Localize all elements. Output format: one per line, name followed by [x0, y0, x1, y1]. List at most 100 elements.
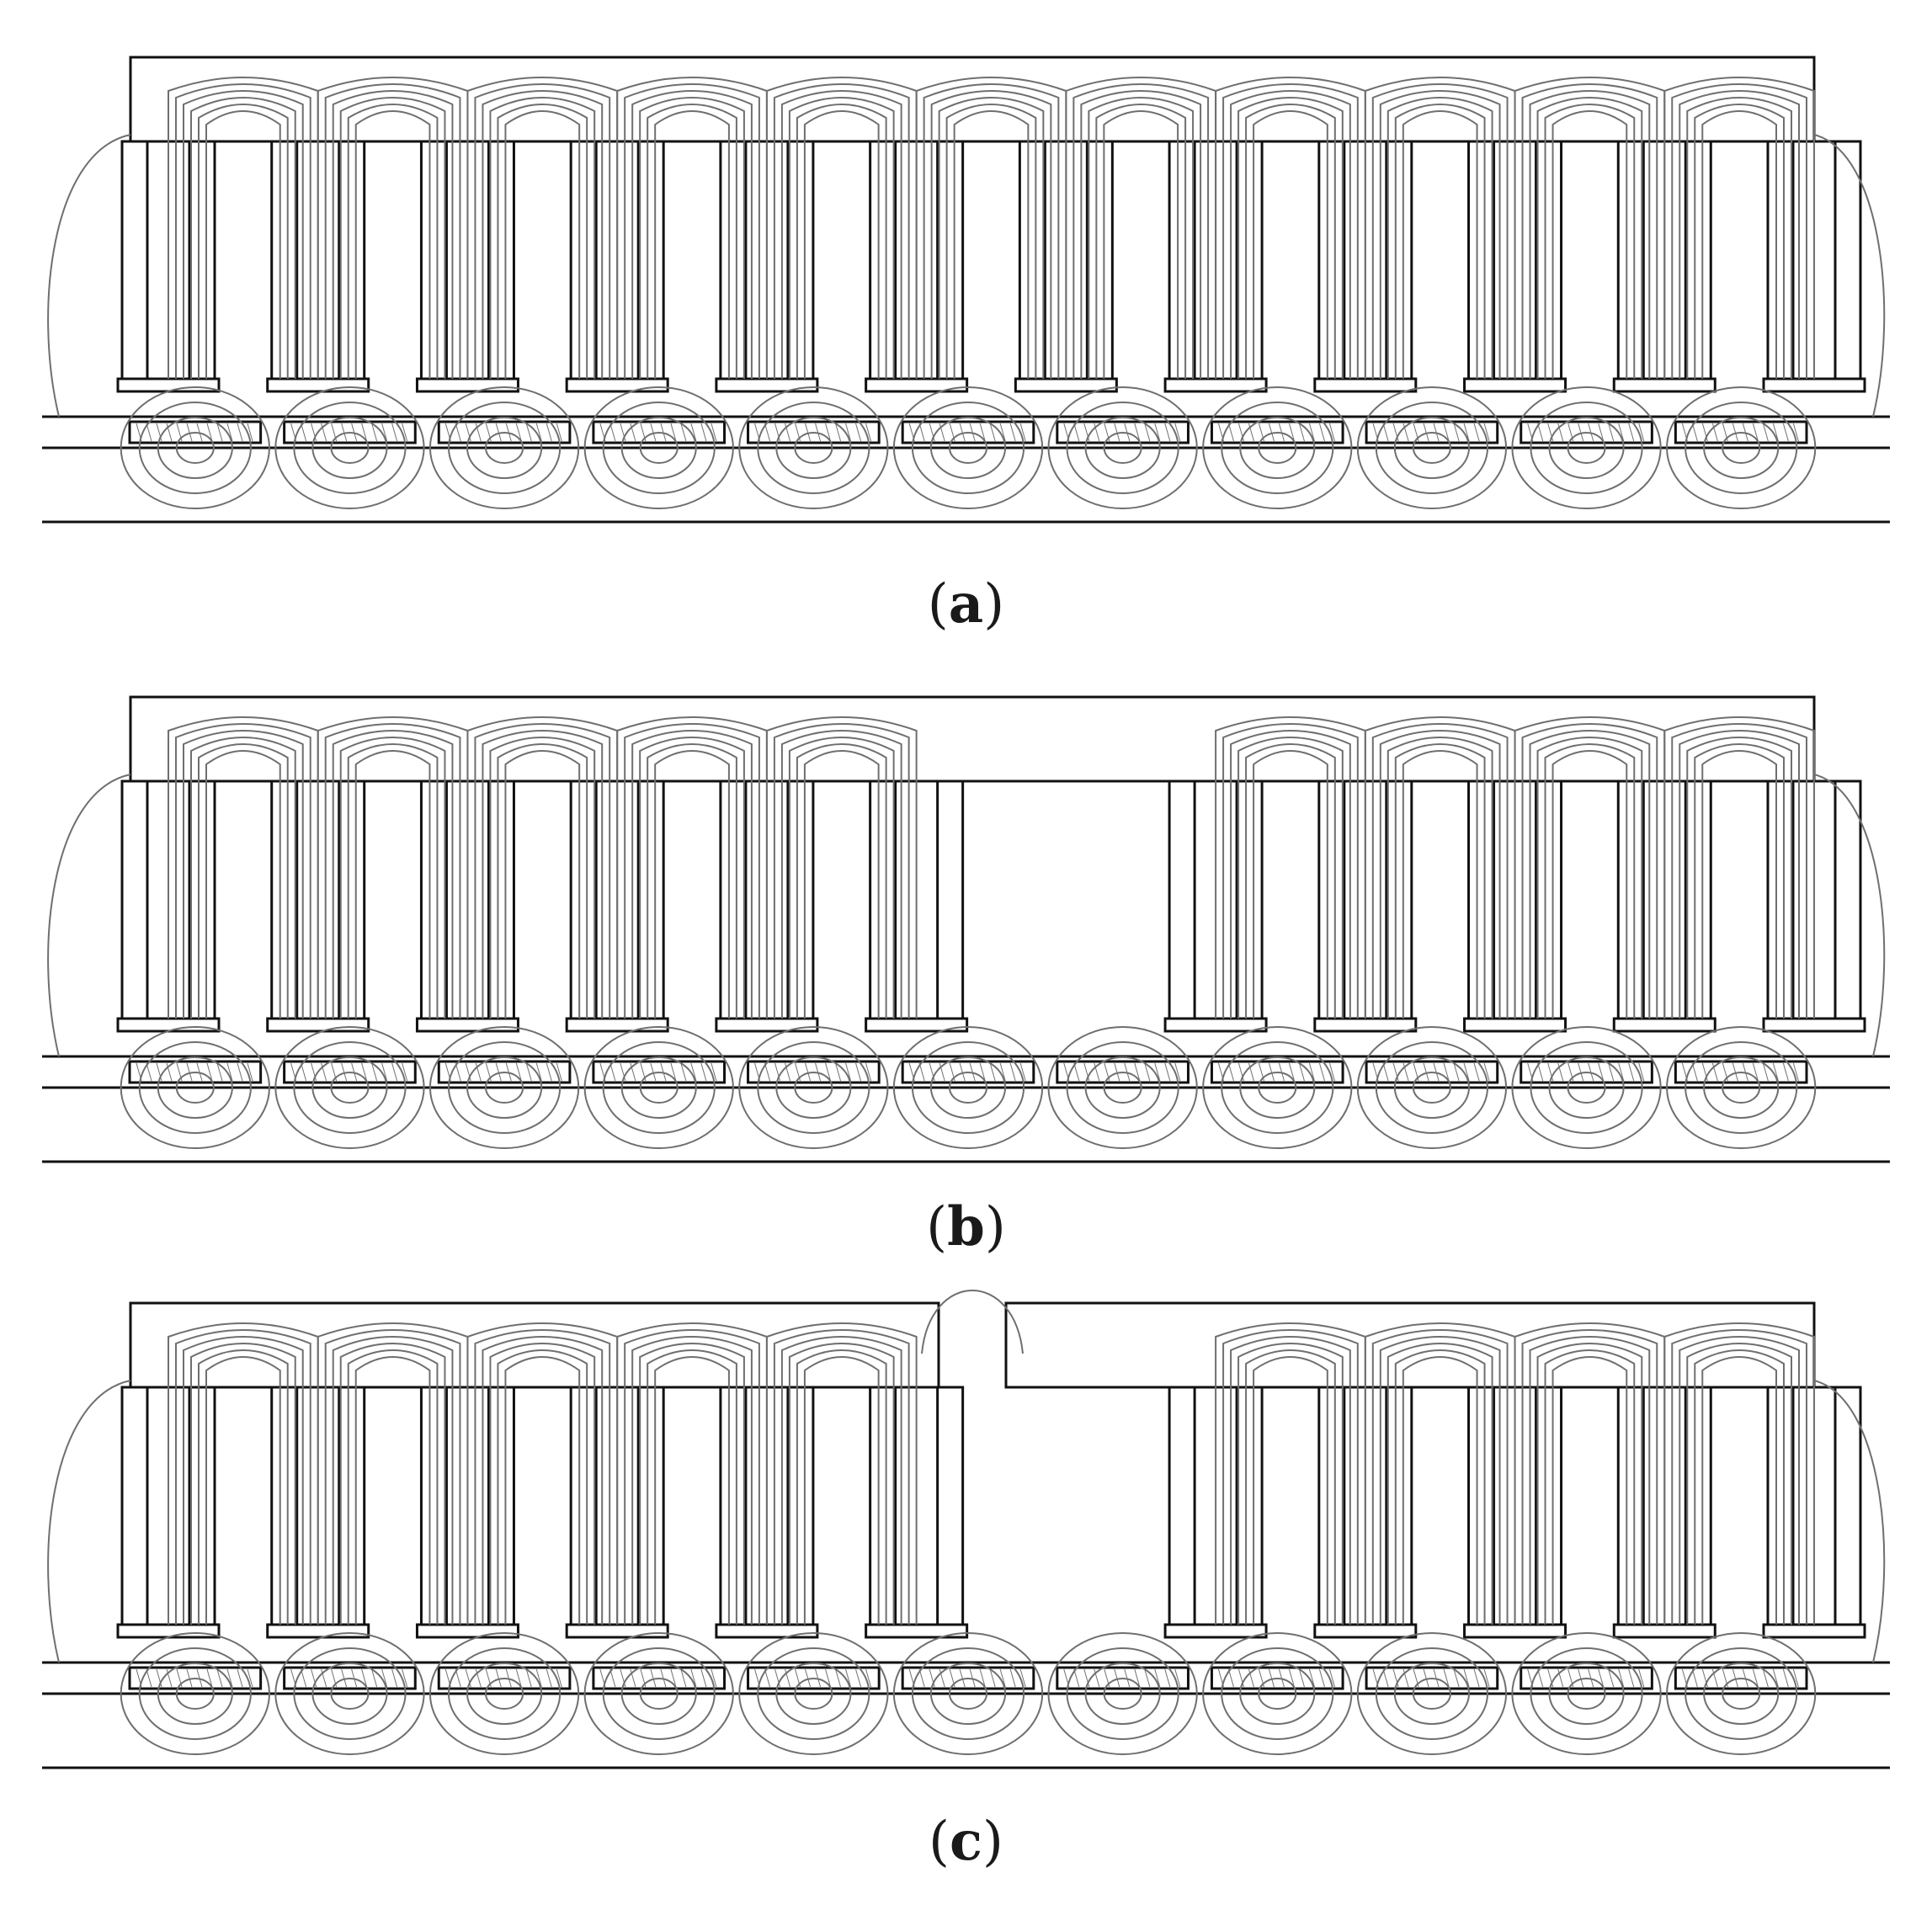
flux-arch [1379, 1336, 1501, 1625]
flux-arch [474, 83, 611, 379]
flux-loop-below [738, 1632, 889, 1755]
flux-arch [497, 1349, 588, 1625]
magnet-hatch [515, 1062, 522, 1082]
magnet-hatch [855, 1062, 862, 1082]
magnet-hatch [785, 423, 791, 442]
magnet-hatch [650, 423, 657, 442]
flux-loop-below [1239, 417, 1316, 479]
tooth-shoe [1163, 1623, 1268, 1639]
flux-arch [1694, 743, 1785, 1019]
magnet-hatch [1792, 1668, 1799, 1688]
flux-arch [339, 737, 446, 1019]
flux-arch [1536, 737, 1643, 1019]
tooth-shoe [1762, 1623, 1866, 1639]
magnet-hatch [341, 1668, 348, 1688]
flux-loop-below [1239, 1056, 1316, 1119]
flux-loop-below [274, 1026, 425, 1149]
flux-loop-below [1393, 417, 1470, 479]
flux-arch [945, 104, 1037, 379]
flux-arch [168, 716, 319, 1019]
magnet-hatch [535, 423, 542, 442]
flux-loop-below [639, 1678, 679, 1710]
magnet-hatch [556, 423, 562, 442]
flux-arch [1551, 110, 1628, 379]
machine-outline [42, 1301, 1890, 1769]
flux-arch [474, 1329, 611, 1625]
magnet-hatch [546, 1668, 552, 1688]
flux-plot-panel-c [0, 1280, 1932, 1785]
machine-outline [42, 56, 1890, 524]
flux-loop-below [1356, 1026, 1508, 1149]
magnet-hatch [1628, 1062, 1635, 1082]
flux-arch [332, 90, 454, 379]
flux-loop-below [1202, 1632, 1353, 1755]
magnet-hatch [939, 1062, 945, 1082]
tooth-shoe [266, 377, 370, 393]
magnet-hatch [146, 423, 152, 442]
magnet-hatch [301, 1062, 307, 1082]
magnet-segment [437, 420, 572, 444]
flux-arch [1521, 723, 1658, 1019]
magnet-hatch [1402, 423, 1409, 442]
flux-arch [1371, 83, 1509, 379]
magnet-hatch [1227, 423, 1234, 442]
tooth-shoe [565, 1017, 669, 1033]
magnet-hatch [1154, 1668, 1161, 1688]
magnet-hatch [1308, 423, 1315, 442]
tooth-shoe [266, 1017, 370, 1033]
magnet-hatch [495, 423, 502, 442]
magnet-hatch [1423, 423, 1429, 442]
flux-loop-below [1548, 1663, 1625, 1725]
magnet-hatch [1073, 423, 1080, 442]
flux-loop-below [1511, 386, 1662, 509]
magnet-hatch [1318, 1668, 1325, 1688]
flux-arch [205, 750, 281, 1019]
magnet-hatch [1308, 1062, 1315, 1082]
magnet-hatch [495, 1668, 502, 1688]
magnet-hatch [206, 1062, 213, 1082]
magnet-hatch [391, 423, 398, 442]
magnet-hatch [1009, 1668, 1016, 1688]
magnet-hatch [630, 1668, 636, 1688]
magnet-hatch [402, 1668, 408, 1688]
flux-loop-below [311, 1663, 388, 1725]
flux-arch [1237, 1343, 1344, 1625]
flux-loop-below [157, 1056, 233, 1119]
magnet-hatch [979, 1668, 986, 1688]
magnet-hatch [1638, 1668, 1645, 1688]
magnet-hatch [989, 1062, 996, 1082]
magnet-hatch [1608, 1668, 1615, 1688]
magnet-segment [1210, 1060, 1344, 1084]
tooth-shoe [865, 1017, 969, 1033]
magnet-hatch [371, 423, 378, 442]
flux-loop-below [485, 1678, 524, 1710]
magnet-hatch [1298, 1668, 1305, 1688]
magnet-hatch [1227, 1062, 1234, 1082]
flux-arch [923, 83, 1060, 379]
flux-arch [788, 1343, 895, 1625]
magnet-hatch [371, 1062, 378, 1082]
flux-loop-below [620, 1663, 697, 1725]
magnet-hatch [1154, 1062, 1161, 1082]
magnet-hatch [700, 1668, 707, 1688]
tooth-shoe [1762, 1017, 1866, 1033]
flux-arch [205, 110, 281, 379]
flux-arch [175, 723, 311, 1019]
magnet-hatch [402, 423, 408, 442]
magnet-hatch [1308, 1668, 1315, 1688]
magnet-hatch [700, 423, 707, 442]
flux-loop-below [1066, 402, 1179, 494]
magnet-segment [592, 1666, 726, 1690]
flux-loop-below [1047, 386, 1198, 509]
magnet-hatch [361, 423, 368, 442]
magnet-hatch [146, 1062, 152, 1082]
magnet-hatch [1288, 423, 1295, 442]
magnet-segment [283, 1666, 417, 1690]
magnet-hatch [711, 1062, 717, 1082]
magnet-hatch [1752, 423, 1759, 442]
flux-arch [1095, 104, 1187, 379]
flux-arch [1386, 1343, 1493, 1625]
flux-loop-below [911, 402, 1025, 494]
magnet-hatch [146, 1668, 152, 1688]
magnet-hatch [999, 1062, 1006, 1082]
